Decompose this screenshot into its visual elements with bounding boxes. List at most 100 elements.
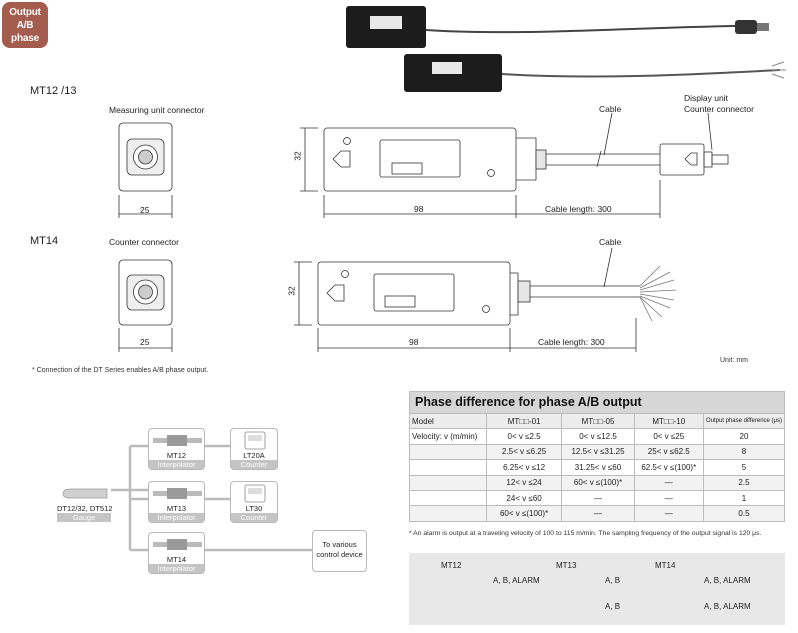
- table-cell: 62.5< v ≤(100)*: [633, 459, 704, 476]
- counter-display-icon: [244, 431, 266, 450]
- mt1213-side-view: [300, 112, 729, 218]
- table-row: 2.5< v ≤6.25 12.5< v ≤31.25 25< v ≤62.5 …: [410, 443, 784, 460]
- mt1213-title: MT12 /13: [30, 85, 77, 97]
- table-cell: [410, 459, 487, 476]
- mt14-title: MT14: [30, 235, 59, 247]
- unit-note: Unit: mm: [720, 357, 748, 364]
- symbol-mt12-output: A, B, ALARM: [493, 576, 540, 585]
- table-cell: 60< v ≤(100)*: [485, 505, 562, 522]
- badge-line-1: Output: [9, 6, 41, 18]
- counter-band: Counter: [231, 460, 277, 469]
- mt1213-measuring-connector-label: Measuring unit connector: [109, 105, 205, 115]
- gauge-block: DT12/32, DT512 Gauge: [57, 478, 113, 523]
- table-cell: —: [561, 505, 635, 522]
- control-device-line-1: To various: [322, 540, 357, 549]
- mt1213-cable-label: Cable: [599, 104, 622, 114]
- gauge-probe-icon: [62, 488, 108, 499]
- mt1213-height-dimension: 32: [292, 151, 303, 161]
- table-cell: [410, 489, 487, 506]
- counter-lt30: LT30 Counter: [230, 481, 278, 523]
- table-cell: 2.5: [702, 474, 784, 491]
- mt14-counter-connector-label: Counter connector: [109, 237, 179, 247]
- table-cell: —: [633, 489, 704, 506]
- symbol-mt14-output-1: A, B, ALARM: [704, 576, 751, 585]
- symbol-mt12-title: MT12: [441, 561, 462, 570]
- gauge-name: DT12/32, DT512: [57, 504, 113, 513]
- header-01: MT□□-01: [485, 412, 562, 429]
- mt14-height-dimension: 32: [286, 286, 297, 296]
- mt1213-counter-connector-label: Counter connector: [684, 104, 754, 114]
- table-cell: 0< v ≤12.5: [561, 428, 635, 445]
- mt1213-cable-length: Cable length: 300: [545, 204, 612, 214]
- table-cell: [410, 474, 487, 491]
- table-cell: 0< v ≤2.5: [485, 428, 562, 445]
- interpolator-mt12: MT12 Interpolator: [148, 428, 205, 470]
- table-cell: 60< v ≤(100)*: [561, 474, 635, 491]
- mt1213-end-view: [118, 122, 173, 218]
- product-photo-mt14: [404, 54, 786, 92]
- badge-line-2: A/B phase: [11, 19, 39, 44]
- counter-lt20a: LT20A Counter: [230, 428, 278, 470]
- symbol-mt13-output-1: A, B: [605, 576, 621, 585]
- symbol-mt13-output-2: A, B: [605, 602, 621, 611]
- mt14-cable-length: Cable length: 300: [538, 337, 605, 347]
- table-cell: 31.25< v ≤60: [561, 459, 635, 476]
- table-cell: [410, 505, 487, 522]
- table-cell: [410, 443, 487, 460]
- table-row: Velocity: v (m/min) 0< v ≤2.5 0< v ≤12.5…: [410, 428, 784, 445]
- mt1213-end-width-dimension: 25: [140, 205, 150, 215]
- control-device-line-2: control device: [316, 550, 363, 559]
- counter-band: Counter: [231, 513, 277, 522]
- table-row: 12< v ≤24 60< v ≤(100)* — 2.5: [410, 474, 784, 491]
- interpolator-name: MT13: [166, 504, 187, 513]
- interpolator-mt13: MT13 Interpolator: [148, 481, 205, 523]
- mt1213-length-dimension: 98: [414, 204, 424, 214]
- phase-difference-table: Phase difference for phase A/B output Mo…: [409, 391, 785, 523]
- phase-table-grid: Model MT□□-01 MT□□-05 MT□□-10 Output pha…: [410, 412, 784, 522]
- interpolator-icon: [153, 539, 202, 550]
- mt14-cable-label: Cable: [599, 237, 622, 247]
- interpolator-icon: [153, 488, 202, 499]
- system-diagram-connectors: [111, 444, 312, 552]
- table-cell: 0.5: [702, 505, 784, 522]
- interpolator-band: Interpolator: [149, 564, 204, 573]
- table-row: 6.25< v ≤12 31.25< v ≤60 62.5< v ≤(100)*…: [410, 459, 784, 476]
- table-cell: 12.5< v ≤31.25: [561, 443, 635, 460]
- control-device-block: To various control device: [312, 530, 367, 572]
- table-row: 60< v ≤(100)* — — 0.5: [410, 505, 784, 522]
- table-cell: 12< v ≤24: [485, 474, 562, 491]
- mt1213-display-unit-label: Display unit: [684, 93, 728, 103]
- interpolator-band: Interpolator: [149, 513, 204, 522]
- mt14-end-width-dimension: 25: [140, 337, 150, 347]
- counter-display-icon: [244, 484, 266, 503]
- velocity-label: Velocity: v (m/min): [410, 428, 487, 445]
- header-10: MT□□-10: [633, 412, 704, 429]
- symbol-mt14-title: MT14: [655, 561, 676, 570]
- output-circuit-symbols: [409, 553, 785, 625]
- header-model: Model: [410, 412, 487, 429]
- symbol-mt13-title: MT13: [556, 561, 577, 570]
- table-cell: —: [633, 474, 704, 491]
- mt14-end-view: [118, 259, 173, 352]
- interpolator-icon: [153, 435, 202, 446]
- interpolator-mt14: MT14 Interpolator: [148, 532, 205, 574]
- table-cell: 0< v ≤25: [633, 428, 704, 445]
- header-output-phase: Output phase difference (μs): [702, 412, 784, 429]
- table-cell: 20: [702, 428, 784, 445]
- table-header-row: Model MT□□-01 MT□□-05 MT□□-10 Output pha…: [410, 412, 784, 429]
- symbol-mt14-output-2: A, B, ALARM: [704, 602, 751, 611]
- output-ab-phase-badge: Output A/B phase: [2, 2, 48, 48]
- product-photo-mt1213: [346, 6, 769, 48]
- table-cell: —: [633, 505, 704, 522]
- counter-name: LT20A: [243, 451, 265, 460]
- table-cell: 6.25< v ≤12: [485, 459, 562, 476]
- counter-name: LT30: [245, 504, 263, 513]
- interpolator-band: Interpolator: [149, 460, 204, 469]
- table-cell: 5: [702, 459, 784, 476]
- gauge-band: Gauge: [57, 513, 111, 522]
- table-cell: 1: [702, 489, 784, 506]
- connection-note: * Connection of the DT Series enables A/…: [32, 367, 209, 374]
- table-cell: 25< v ≤62.5: [633, 443, 704, 460]
- table-cell: 8: [702, 443, 784, 460]
